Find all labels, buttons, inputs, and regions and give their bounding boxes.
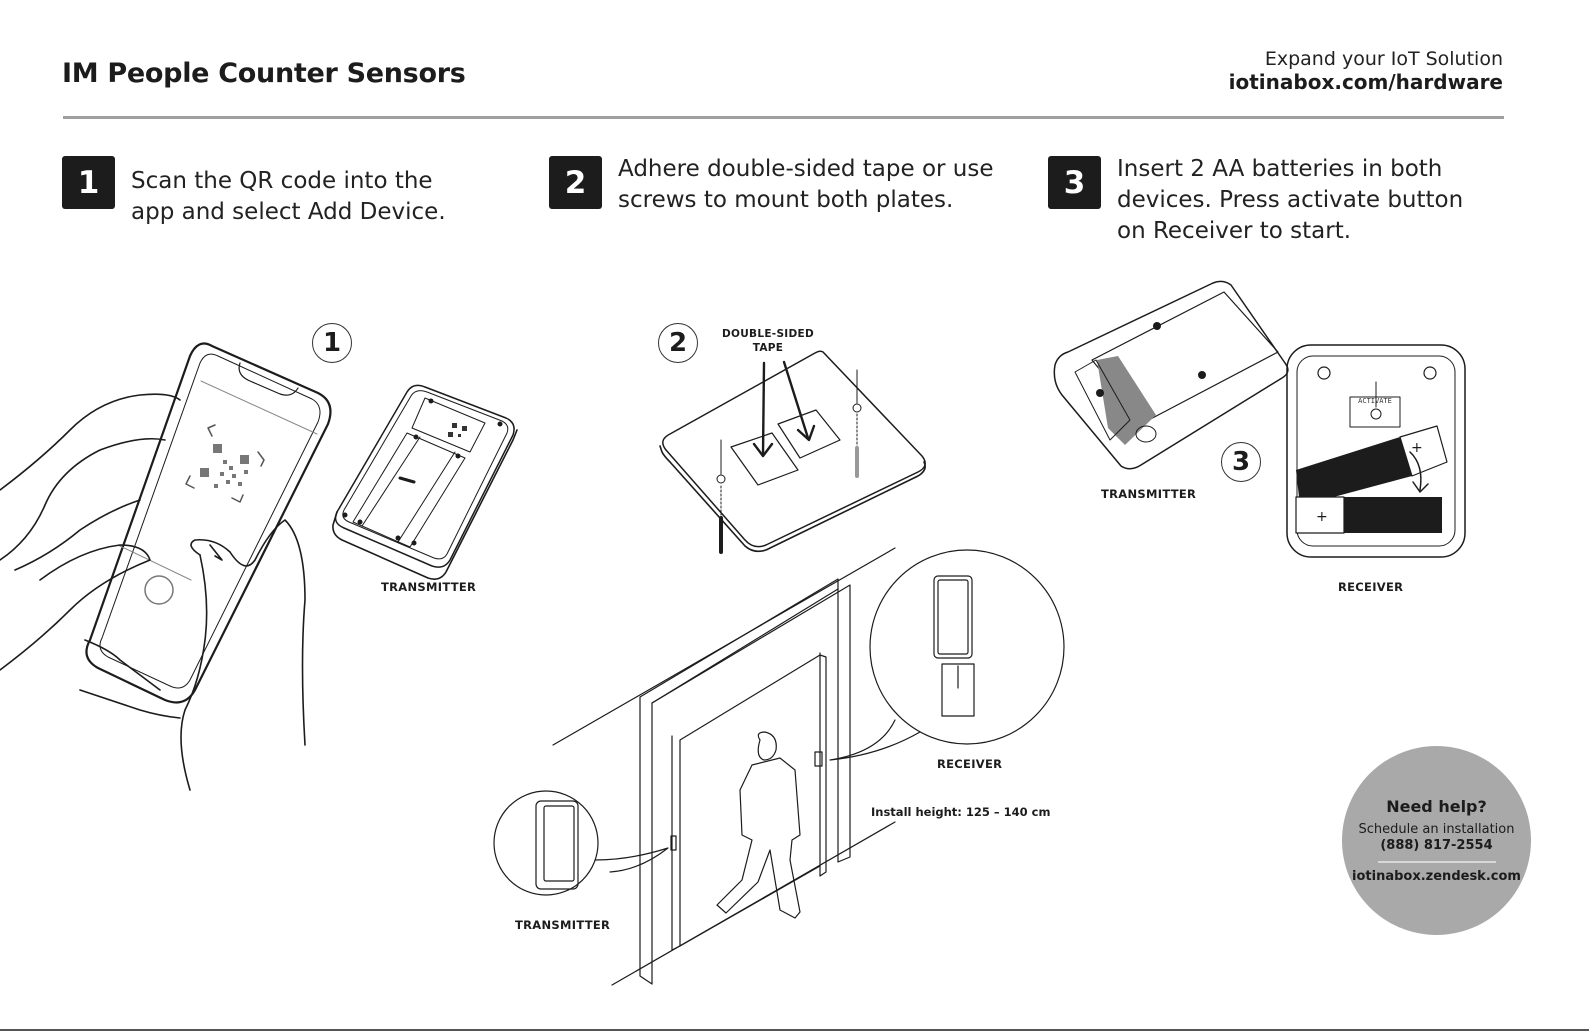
double-sided-tape-label: DOUBLE-SIDED TAPE xyxy=(721,328,815,354)
step-1: 1 Scan the QR code into the app and sele… xyxy=(62,156,471,228)
header-divider xyxy=(63,116,1504,119)
help-divider xyxy=(1377,861,1496,863)
help-link[interactable]: iotinabox.zendesk.com xyxy=(1352,869,1521,884)
step-3: 3 Insert 2 AA batteries in both devices.… xyxy=(1048,156,1492,247)
hardware-link[interactable]: iotinabox.com/hardware xyxy=(1228,70,1503,94)
step-1-badge: 1 xyxy=(62,156,115,209)
illustration-marker-1: 1 xyxy=(312,323,352,363)
illustration-marker-2: 2 xyxy=(658,323,698,363)
help-title: Need help? xyxy=(1386,797,1487,816)
doorway-install-scene xyxy=(493,547,1065,986)
mounting-plate-icon xyxy=(659,350,926,554)
phone-scanning-qr-icon xyxy=(0,342,332,791)
help-subtitle: Schedule an installation xyxy=(1358,822,1515,837)
header-tagline: Expand your IoT Solution xyxy=(1264,48,1503,70)
help-phone[interactable]: (888) 817-2554 xyxy=(1380,838,1493,853)
step-1-text: Scan the QR code into the app and select… xyxy=(131,168,446,225)
transmitter-caption-step3: TRANSMITTER xyxy=(1101,487,1197,501)
receiver-caption-doorway: RECEIVER xyxy=(937,757,1003,771)
step-2-badge: 2 xyxy=(549,156,602,209)
svg-text:+: + xyxy=(1411,440,1423,456)
transmitter-caption-doorway: TRANSMITTER xyxy=(515,918,611,932)
step-3-text: Insert 2 AA batteries in both devices. P… xyxy=(1117,156,1464,244)
battery-plus-label: + xyxy=(1316,509,1328,525)
help-badge: Need help? Schedule an installation (888… xyxy=(1342,746,1531,935)
page-title: IM People Counter Sensors xyxy=(62,58,466,89)
illustration-marker-3: 3 xyxy=(1221,442,1261,482)
install-height-label: Install height: 125 – 140 cm xyxy=(871,805,1051,819)
header-promo: Expand your IoT Solution iotinabox.com/h… xyxy=(1229,48,1503,94)
receiver-caption-step3: RECEIVER xyxy=(1338,580,1404,594)
step-2: 2 Adhere double-sided tape or use screws… xyxy=(549,156,1028,216)
receiver-battery-icon: ACTIVATE + + xyxy=(1286,344,1466,558)
transmitter-battery-icon xyxy=(1053,280,1289,470)
bottom-border xyxy=(0,1029,1589,1031)
transmitter-device-icon xyxy=(332,384,518,580)
activate-button-label: ACTIVATE xyxy=(1358,397,1392,405)
step-3-badge: 3 xyxy=(1048,156,1101,209)
transmitter-caption-step1: TRANSMITTER xyxy=(381,580,477,594)
step-2-text: Adhere double-sided tape or use screws t… xyxy=(618,156,994,213)
